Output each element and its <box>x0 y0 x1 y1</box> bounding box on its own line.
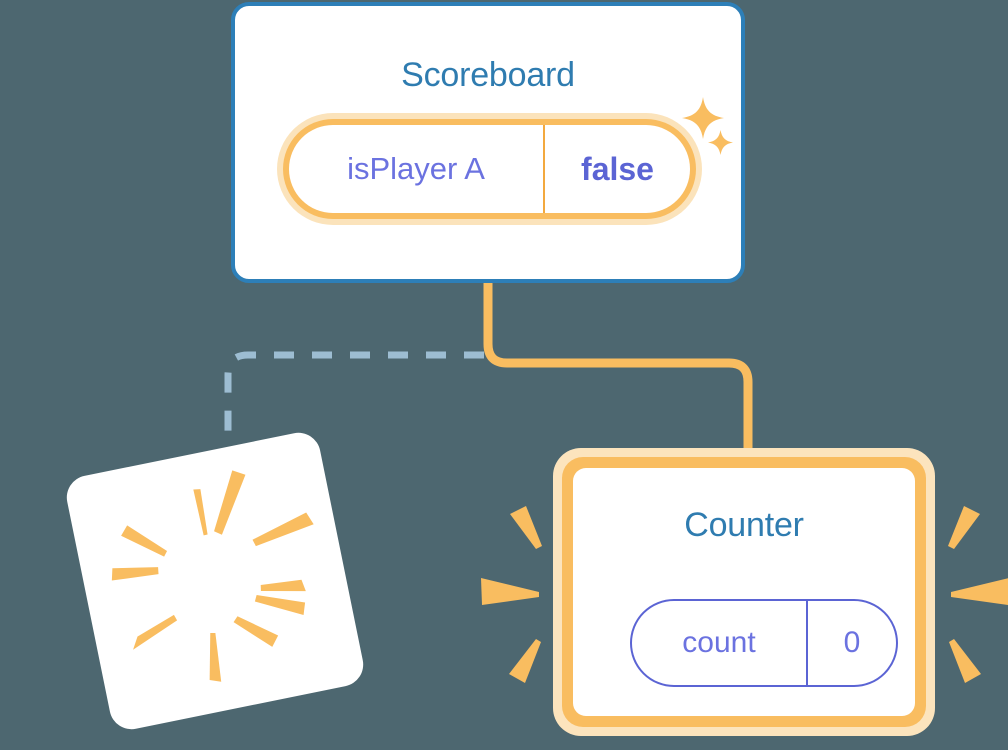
card-counter-title: Counter <box>684 506 804 544</box>
state-pill-body: isPlayer A false <box>289 125 690 213</box>
burst-ray <box>949 639 981 683</box>
state-pill-value: 0 <box>843 626 861 659</box>
burst-ray <box>481 578 539 605</box>
card-blank-rotated[interactable] <box>62 428 368 734</box>
state-pill-value: false <box>581 150 654 187</box>
state-pill-divider <box>543 125 545 213</box>
card-counter[interactable]: Counter count 0 <box>553 448 935 736</box>
card-counter-surface: Counter count 0 <box>573 468 915 716</box>
card-scoreboard-title: Scoreboard <box>401 56 575 94</box>
state-pill-key: count <box>682 626 756 659</box>
state-pill-count[interactable]: count 0 <box>630 599 898 687</box>
state-pill-divider <box>806 601 808 685</box>
state-pill-ring: isPlayer A false <box>283 119 696 219</box>
card-counter-ring-outer: Counter count 0 <box>562 457 926 727</box>
burst-ray <box>948 506 980 549</box>
burst-rays-counter-left <box>481 506 542 683</box>
burst-ray <box>951 578 1008 605</box>
burst-ray <box>509 639 541 683</box>
connector-scoreboard-to-counter <box>483 282 753 455</box>
state-pill-isplayer-a[interactable]: isPlayer A false <box>277 113 702 225</box>
state-pill-key: isPlayer A <box>347 151 485 186</box>
burst-rays-counter-right <box>948 506 1008 683</box>
burst-ray <box>510 506 542 549</box>
